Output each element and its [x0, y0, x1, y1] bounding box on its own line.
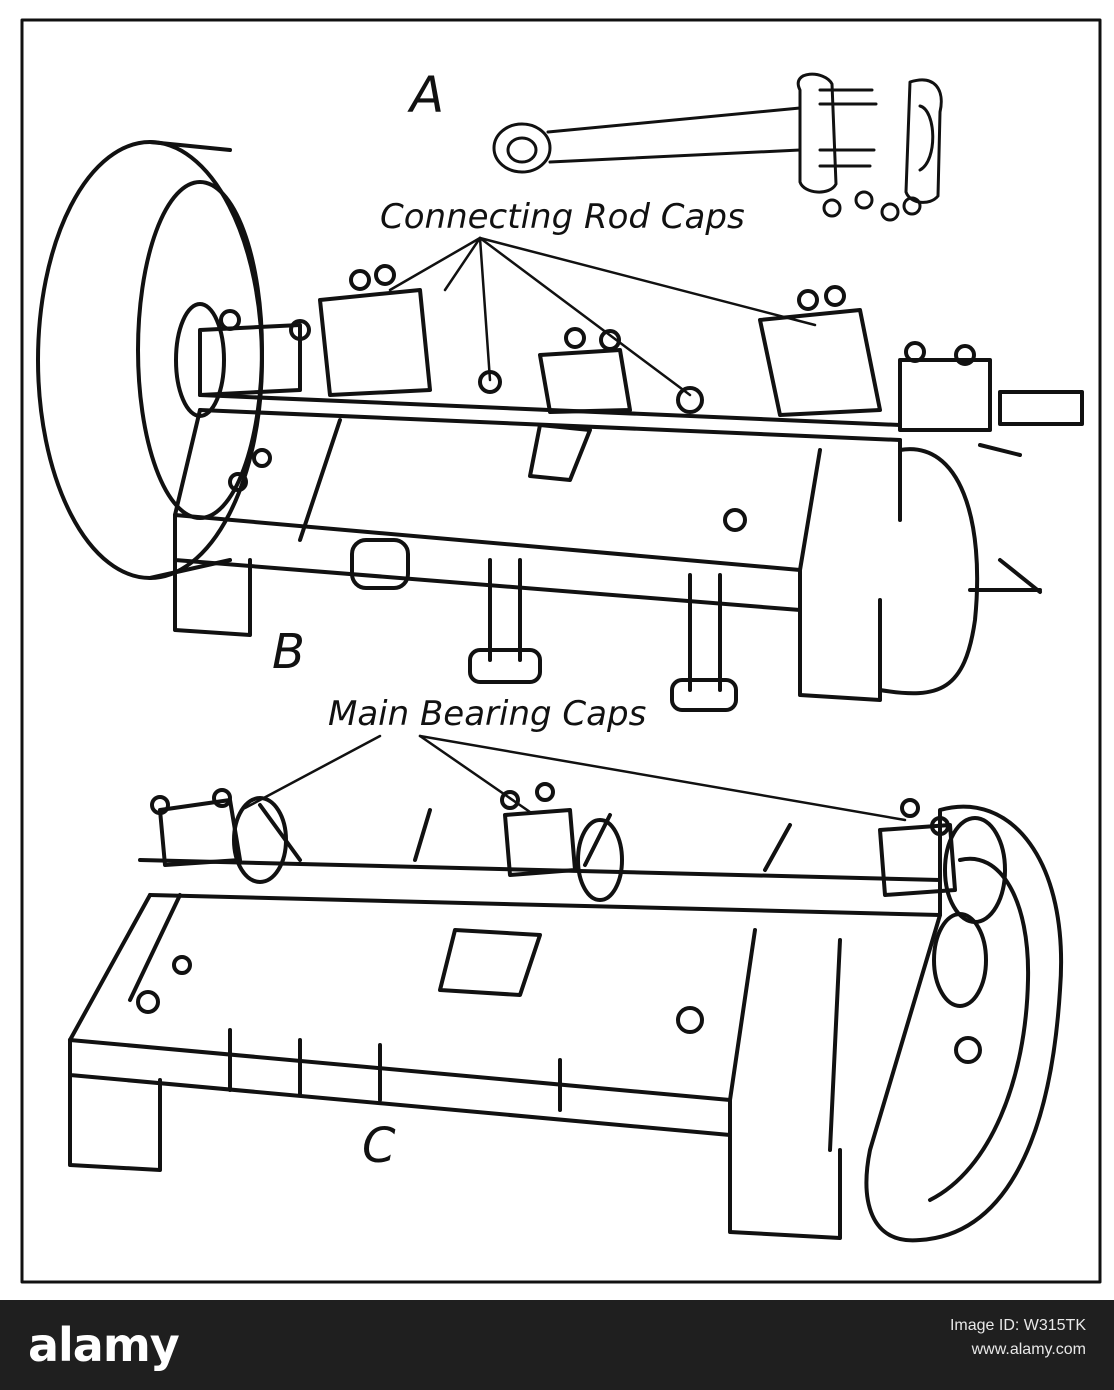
stock-footer-bar: alamy Image ID: W315TK www.alamy.com [0, 1300, 1114, 1390]
figure-border [20, 18, 1102, 1284]
illustration-frame: A Connecting Rod Caps B Main Bearing Cap… [20, 18, 1102, 1284]
label-a: A [407, 66, 444, 124]
image-id-text: Image ID: W315TK [949, 1317, 1086, 1334]
site-url-text: www.alamy.com [971, 1341, 1086, 1358]
main-bearing-leaders [243, 734, 907, 822]
engine-illustration: A Connecting Rod Caps B Main Bearing Cap… [20, 18, 1102, 1284]
label-c: C [362, 1118, 396, 1174]
label-main-bearing-caps: Main Bearing Caps [328, 694, 646, 734]
alamy-logo: alamy [28, 1318, 180, 1372]
crankcase-b-drawing [173, 264, 1084, 712]
flywheel-drawing [36, 140, 264, 580]
crankcase-c-drawing [68, 782, 1064, 1243]
label-connecting-rod-caps: Connecting Rod Caps [380, 197, 745, 237]
connecting-rod-leaders [388, 236, 817, 397]
connecting-rod-drawing [492, 72, 943, 222]
footer-meta: Image ID: W315TK www.alamy.com [950, 1314, 1086, 1362]
label-b: B [272, 624, 305, 680]
